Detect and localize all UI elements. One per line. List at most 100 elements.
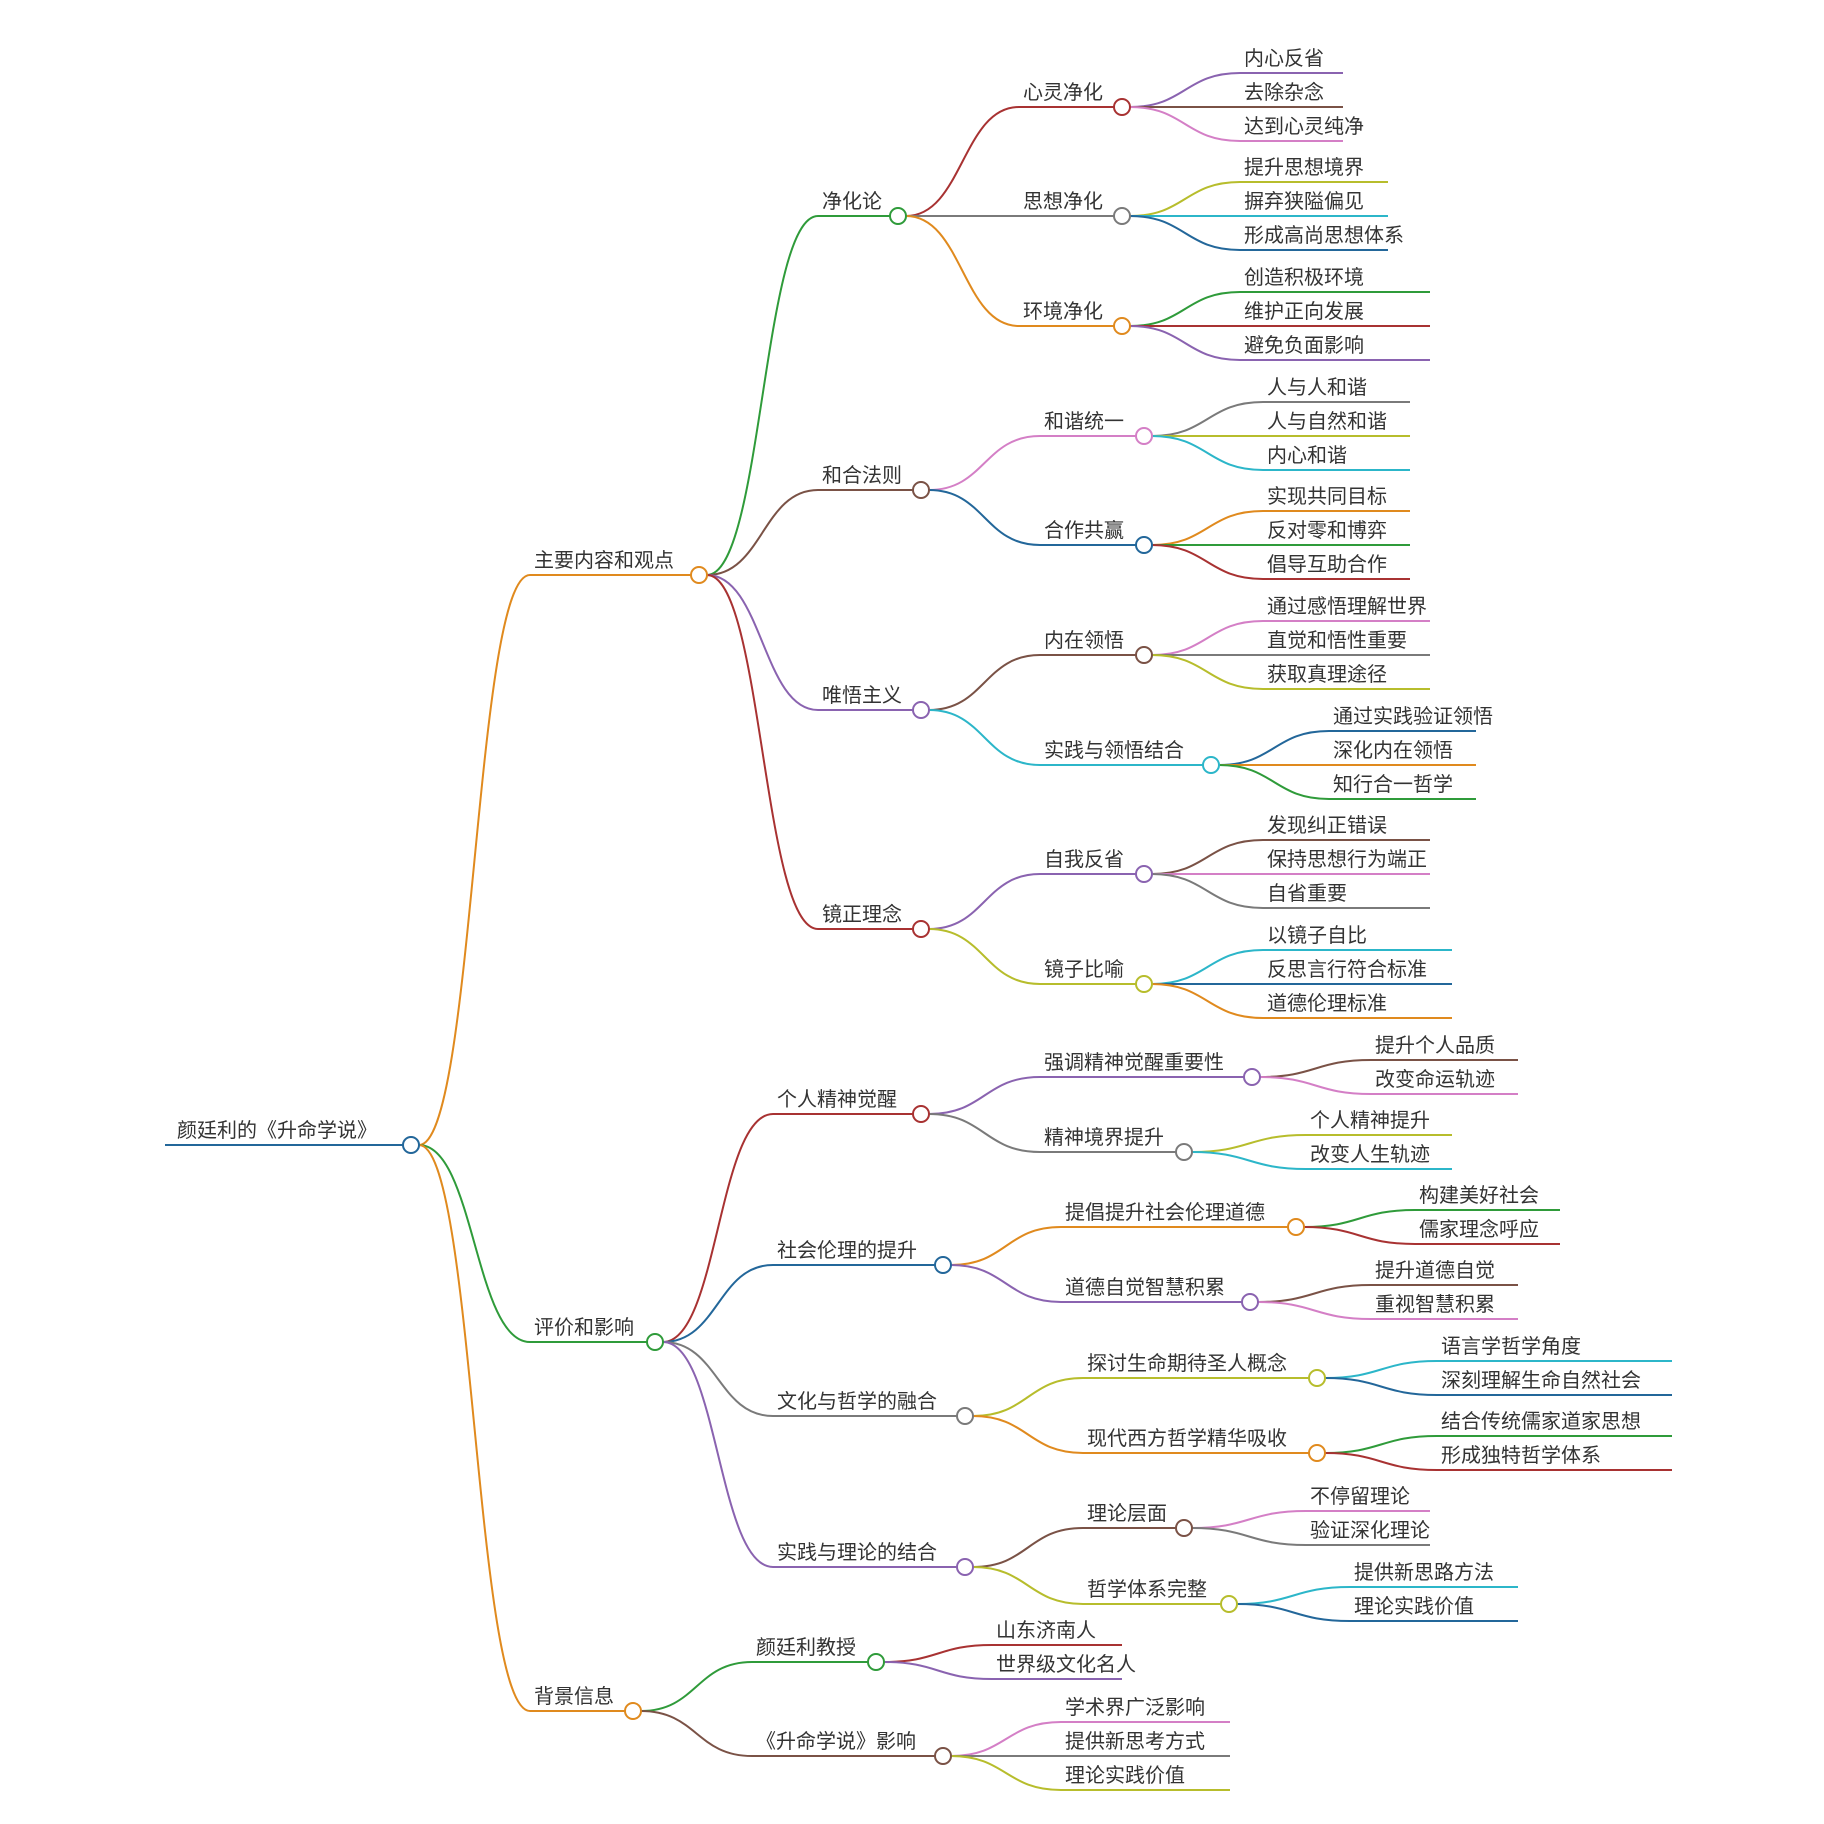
leaf-topic[interactable]: 直觉和悟性重要 xyxy=(1267,628,1407,652)
collapse-toggle-circle[interactable] xyxy=(1113,98,1131,116)
collapse-toggle-circle[interactable] xyxy=(912,920,930,938)
leaf-topic[interactable]: 内心反省 xyxy=(1244,46,1324,70)
leaf-topic[interactable]: 深刻理解生命自然社会 xyxy=(1441,1368,1641,1392)
leaf-topic[interactable]: 重视智慧积累 xyxy=(1375,1292,1495,1316)
leaf-topic[interactable]: 结合传统儒家道家思想 xyxy=(1441,1409,1641,1433)
leaf-topic[interactable]: 以镜子自比 xyxy=(1267,923,1367,947)
collapse-toggle-circle[interactable] xyxy=(1308,1369,1326,1387)
leaf-topic[interactable]: 提升思想境界 xyxy=(1244,155,1364,179)
collapse-toggle-circle[interactable] xyxy=(1135,975,1153,993)
detail-topic[interactable]: 现代西方哲学精华吸收 xyxy=(1087,1426,1287,1450)
collapse-toggle-circle[interactable] xyxy=(912,1105,930,1123)
leaf-topic[interactable]: 通过感悟理解世界 xyxy=(1267,594,1427,618)
collapse-toggle-circle[interactable] xyxy=(1241,1293,1259,1311)
leaf-topic[interactable]: 人与自然和谐 xyxy=(1267,409,1387,433)
leaf-topic[interactable]: 知行合一哲学 xyxy=(1333,772,1453,796)
subtopic[interactable]: 唯悟主义 xyxy=(822,683,902,707)
collapse-toggle-circle[interactable] xyxy=(1113,317,1131,335)
subtopic[interactable]: 实践与理论的结合 xyxy=(777,1540,937,1564)
subtopic[interactable]: 社会伦理的提升 xyxy=(777,1238,917,1262)
leaf-topic[interactable]: 深化内在领悟 xyxy=(1333,738,1453,762)
leaf-topic[interactable]: 反思言行符合标准 xyxy=(1267,957,1427,981)
leaf-topic[interactable]: 反对零和博弈 xyxy=(1267,518,1387,542)
collapse-toggle-circle[interactable] xyxy=(1113,207,1131,225)
leaf-topic[interactable]: 提升道德自觉 xyxy=(1375,1258,1495,1282)
branch-topic[interactable]: 评价和影响 xyxy=(534,1315,634,1339)
leaf-topic[interactable]: 语言学哲学角度 xyxy=(1441,1334,1581,1358)
leaf-topic[interactable]: 避免负面影响 xyxy=(1244,333,1364,357)
collapse-toggle-circle[interactable] xyxy=(1135,536,1153,554)
detail-topic[interactable]: 道德自觉智慧积累 xyxy=(1065,1275,1225,1299)
detail-topic[interactable]: 和谐统一 xyxy=(1044,409,1124,433)
leaf-topic[interactable]: 改变人生轨迹 xyxy=(1310,1142,1430,1166)
leaf-topic[interactable]: 道德伦理标准 xyxy=(1267,991,1387,1015)
leaf-topic[interactable]: 改变命运轨迹 xyxy=(1375,1067,1495,1091)
detail-topic[interactable]: 合作共赢 xyxy=(1044,518,1124,542)
subtopic[interactable]: 和合法则 xyxy=(822,463,902,487)
collapse-toggle-circle[interactable] xyxy=(1135,646,1153,664)
leaf-topic[interactable]: 人与人和谐 xyxy=(1267,375,1367,399)
detail-topic[interactable]: 提倡提升社会伦理道德 xyxy=(1065,1200,1265,1224)
branch-topic[interactable]: 主要内容和观点 xyxy=(534,548,674,572)
collapse-toggle-circle[interactable] xyxy=(1287,1218,1305,1236)
leaf-topic[interactable]: 构建美好社会 xyxy=(1419,1183,1539,1207)
collapse-toggle-circle[interactable] xyxy=(934,1256,952,1274)
collapse-toggle-circle[interactable] xyxy=(1202,756,1220,774)
leaf-topic[interactable]: 创造积极环境 xyxy=(1244,265,1364,289)
subtopic[interactable]: 镜正理念 xyxy=(822,902,902,926)
detail-topic[interactable]: 精神境界提升 xyxy=(1044,1125,1164,1149)
collapse-toggle-circle[interactable] xyxy=(1135,865,1153,883)
detail-topic[interactable]: 实践与领悟结合 xyxy=(1044,738,1184,762)
leaf-topic[interactable]: 理论实践价值 xyxy=(1065,1763,1185,1787)
leaf-topic[interactable]: 去除杂念 xyxy=(1244,80,1324,104)
detail-topic[interactable]: 探讨生命期待圣人概念 xyxy=(1087,1351,1287,1375)
collapse-toggle-circle[interactable] xyxy=(956,1407,974,1425)
subtopic[interactable]: 文化与哲学的融合 xyxy=(777,1389,937,1413)
detail-topic[interactable]: 内在领悟 xyxy=(1044,628,1124,652)
leaf-topic[interactable]: 提供新思路方法 xyxy=(1354,1560,1494,1584)
detail-topic[interactable]: 自我反省 xyxy=(1044,847,1124,871)
leaf-topic[interactable]: 世界级文化名人 xyxy=(996,1652,1136,1676)
collapse-toggle-circle[interactable] xyxy=(1308,1444,1326,1462)
leaf-topic[interactable]: 保持思想行为端正 xyxy=(1267,847,1427,871)
detail-topic[interactable]: 思想净化 xyxy=(1023,189,1103,213)
leaf-topic[interactable]: 实现共同目标 xyxy=(1267,484,1387,508)
detail-topic[interactable]: 理论层面 xyxy=(1087,1501,1167,1525)
branch-topic[interactable]: 背景信息 xyxy=(534,1684,614,1708)
collapse-toggle-circle[interactable] xyxy=(1135,427,1153,445)
detail-topic[interactable]: 心灵净化 xyxy=(1023,80,1103,104)
leaf-topic[interactable]: 发现纠正错误 xyxy=(1267,813,1387,837)
collapse-toggle-circle[interactable] xyxy=(1175,1519,1193,1537)
leaf-topic[interactable]: 个人精神提升 xyxy=(1310,1108,1430,1132)
detail-topic[interactable]: 环境净化 xyxy=(1023,299,1103,323)
leaf-topic[interactable]: 内心和谐 xyxy=(1267,443,1347,467)
collapse-toggle-circle[interactable] xyxy=(1175,1143,1193,1161)
subtopic[interactable]: 《升命学说》影响 xyxy=(756,1729,916,1753)
collapse-toggle-circle[interactable] xyxy=(690,566,708,584)
leaf-topic[interactable]: 达到心灵纯净 xyxy=(1244,114,1364,138)
leaf-topic[interactable]: 验证深化理论 xyxy=(1310,1518,1430,1542)
collapse-toggle-circle[interactable] xyxy=(1243,1068,1261,1086)
collapse-toggle-circle[interactable] xyxy=(867,1653,885,1671)
leaf-topic[interactable]: 自省重要 xyxy=(1267,881,1347,905)
leaf-topic[interactable]: 形成独特哲学体系 xyxy=(1441,1443,1601,1467)
collapse-toggle-circle[interactable] xyxy=(889,207,907,225)
root-topic[interactable]: 颜廷利的《升命学说》 xyxy=(177,1118,377,1142)
collapse-toggle-circle[interactable] xyxy=(402,1136,420,1154)
collapse-toggle-circle[interactable] xyxy=(956,1558,974,1576)
leaf-topic[interactable]: 儒家理念呼应 xyxy=(1419,1217,1539,1241)
leaf-topic[interactable]: 山东济南人 xyxy=(996,1618,1096,1642)
subtopic[interactable]: 颜廷利教授 xyxy=(756,1635,856,1659)
collapse-toggle-circle[interactable] xyxy=(912,481,930,499)
collapse-toggle-circle[interactable] xyxy=(624,1702,642,1720)
leaf-topic[interactable]: 提供新思考方式 xyxy=(1065,1729,1205,1753)
leaf-topic[interactable]: 通过实践验证领悟 xyxy=(1333,704,1493,728)
leaf-topic[interactable]: 理论实践价值 xyxy=(1354,1594,1474,1618)
subtopic[interactable]: 净化论 xyxy=(822,189,882,213)
leaf-topic[interactable]: 摒弃狭隘偏见 xyxy=(1244,189,1364,213)
detail-topic[interactable]: 强调精神觉醒重要性 xyxy=(1044,1050,1224,1074)
leaf-topic[interactable]: 形成高尚思想体系 xyxy=(1244,223,1404,247)
subtopic[interactable]: 个人精神觉醒 xyxy=(777,1087,897,1111)
leaf-topic[interactable]: 学术界广泛影响 xyxy=(1065,1695,1205,1719)
detail-topic[interactable]: 哲学体系完整 xyxy=(1087,1577,1207,1601)
